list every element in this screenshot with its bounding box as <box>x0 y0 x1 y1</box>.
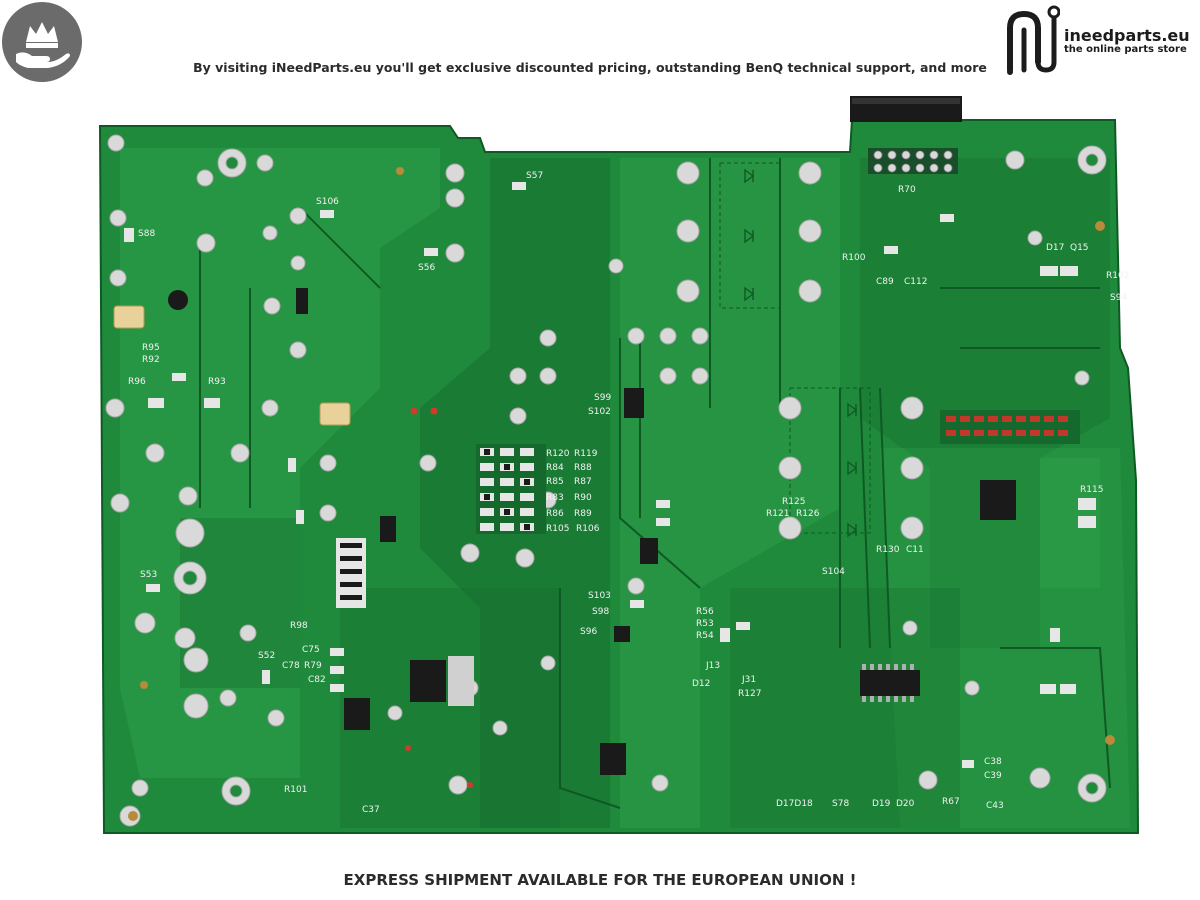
svg-text:D19: D19 <box>872 799 891 809</box>
svg-text:C37: C37 <box>362 805 380 815</box>
svg-text:R70: R70 <box>898 185 916 195</box>
svg-text:C89: C89 <box>876 277 894 287</box>
svg-text:C78: C78 <box>282 661 300 671</box>
svg-text:R95: R95 <box>142 343 160 353</box>
circuit-n-logo-icon <box>1007 5 1060 75</box>
svg-text:R67: R67 <box>942 797 960 807</box>
svg-text:R115: R115 <box>1080 485 1103 495</box>
brand-logo[interactable]: ineedparts.eu the online parts store <box>1000 2 1198 76</box>
svg-text:R98: R98 <box>290 621 308 631</box>
svg-text:R121: R121 <box>766 509 789 519</box>
svg-text:R125: R125 <box>782 497 805 507</box>
svg-text:D12: D12 <box>692 679 710 689</box>
svg-text:R92: R92 <box>142 355 160 365</box>
svg-text:R79: R79 <box>304 661 322 671</box>
svg-text:R96: R96 <box>128 377 146 387</box>
svg-text:R86: R86 <box>546 509 564 519</box>
svg-text:S53: S53 <box>140 570 157 580</box>
svg-text:S99: S99 <box>594 393 611 403</box>
svg-text:R90: R90 <box>574 493 592 503</box>
svg-text:S106: S106 <box>316 197 339 207</box>
svg-text:R87: R87 <box>574 477 592 487</box>
svg-text:S52: S52 <box>258 651 275 661</box>
svg-text:S102: S102 <box>588 407 611 417</box>
svg-text:S78: S78 <box>832 799 849 809</box>
svg-text:R120: R120 <box>546 449 570 459</box>
brand-name: ineedparts.eu <box>1064 26 1190 45</box>
svg-text:R105: R105 <box>546 524 569 534</box>
promo-tagline: By visiting iNeedParts.eu you'll get exc… <box>193 60 987 75</box>
svg-text:D17D18: D17D18 <box>776 799 813 809</box>
svg-text:S104: S104 <box>822 567 845 577</box>
svg-text:R127: R127 <box>738 689 761 699</box>
svg-text:S98: S98 <box>592 607 609 617</box>
svg-text:R83: R83 <box>546 493 564 503</box>
svg-text:R88: R88 <box>574 463 592 473</box>
svg-text:R119: R119 <box>574 449 598 459</box>
svg-text:S94: S94 <box>1110 293 1127 303</box>
svg-text:R126: R126 <box>796 509 820 519</box>
svg-text:D20: D20 <box>896 799 915 809</box>
svg-text:Q15: Q15 <box>1070 243 1089 253</box>
svg-text:S88: S88 <box>138 229 155 239</box>
crown-on-hand-icon <box>2 2 82 82</box>
svg-text:R93: R93 <box>208 377 226 387</box>
svg-text:S57: S57 <box>526 171 543 181</box>
pcb-photo: S106 S57 S88 S56 R70 R100 C89 C112 D17 Q… <box>0 88 1200 848</box>
svg-text:S56: S56 <box>418 263 435 273</box>
svg-text:S103: S103 <box>588 591 611 601</box>
svg-text:R53: R53 <box>696 619 714 629</box>
brand-subtitle: the online parts store <box>1064 44 1187 55</box>
svg-text:R130: R130 <box>876 545 900 555</box>
svg-text:J31: J31 <box>741 675 756 685</box>
svg-text:R106: R106 <box>576 524 600 534</box>
svg-text:C82: C82 <box>308 675 326 685</box>
svg-text:C39: C39 <box>984 771 1002 781</box>
svg-text:R102: R102 <box>1106 271 1129 281</box>
svg-text:R101: R101 <box>284 785 307 795</box>
svg-text:R56: R56 <box>696 607 714 617</box>
svg-text:S96: S96 <box>580 627 597 637</box>
svg-text:C38: C38 <box>984 757 1002 767</box>
svg-text:C75: C75 <box>302 645 320 655</box>
svg-text:R100: R100 <box>842 253 866 263</box>
shipping-banner: EXPRESS SHIPMENT AVAILABLE FOR THE EUROP… <box>343 871 857 889</box>
svg-text:R84: R84 <box>546 463 564 473</box>
svg-text:R85: R85 <box>546 477 564 487</box>
svg-text:R54: R54 <box>696 631 714 641</box>
svg-text:R89: R89 <box>574 509 592 519</box>
svg-text:C112: C112 <box>904 277 927 287</box>
svg-text:C11: C11 <box>906 545 924 555</box>
svg-text:J13: J13 <box>705 661 720 671</box>
svg-text:C43: C43 <box>986 801 1004 811</box>
svg-text:D17: D17 <box>1046 243 1064 253</box>
